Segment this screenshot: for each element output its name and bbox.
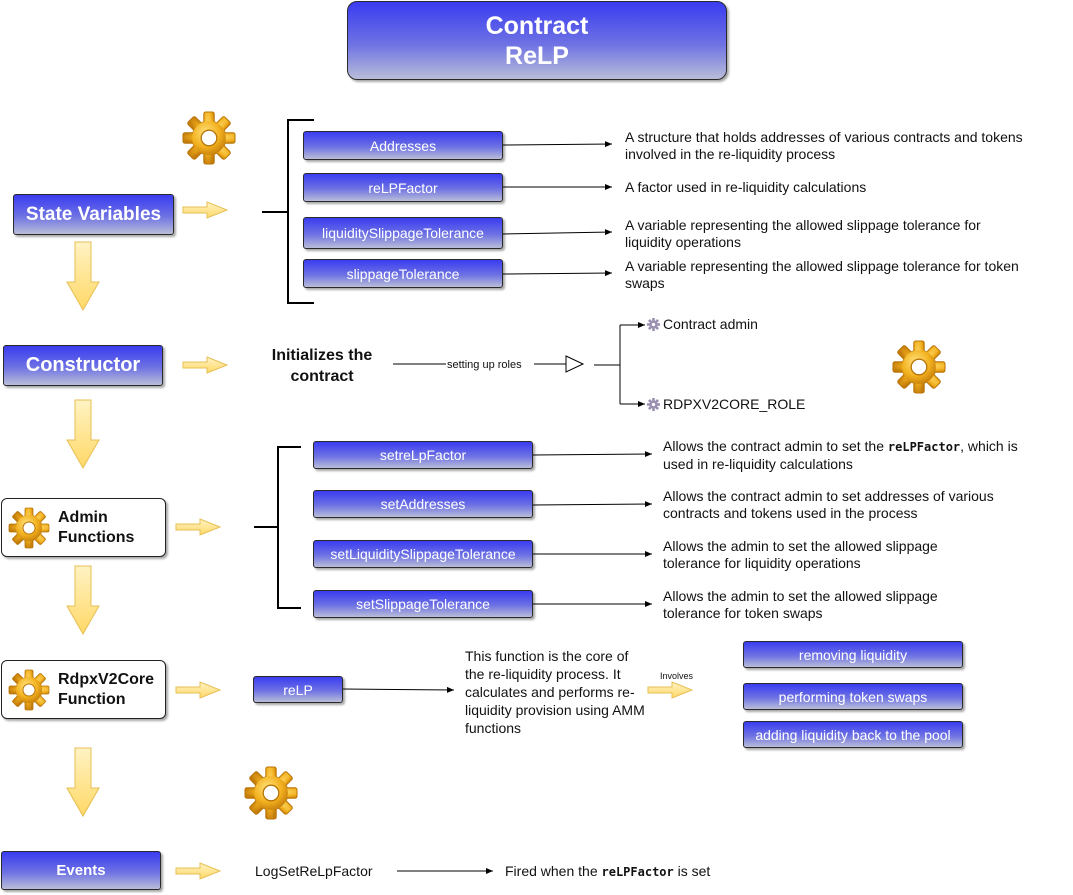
admin-fn-name: setLiquiditySlippageTolerance bbox=[330, 546, 516, 562]
gear-icon bbox=[182, 111, 236, 165]
core-function-label: RdpxV2Core Function bbox=[58, 670, 154, 710]
block-arrow-down bbox=[66, 747, 100, 817]
block-arrow-down bbox=[66, 241, 100, 311]
desc-text: is set bbox=[673, 863, 711, 879]
core-label-line: RdpxV2Core bbox=[58, 670, 155, 688]
title-line-1: Contract bbox=[485, 11, 589, 40]
core-fn-name: reLP bbox=[283, 681, 313, 698]
gear-icon bbox=[8, 669, 50, 710]
state-var-slippage[interactable]: slippageTolerance bbox=[303, 259, 503, 288]
code-term: reLPFactor bbox=[887, 440, 961, 454]
block-arrow-right bbox=[175, 681, 221, 699]
state-var-addresses[interactable]: Addresses bbox=[303, 131, 503, 160]
roles-connector bbox=[393, 322, 645, 407]
gear-icon bbox=[244, 766, 298, 820]
admin-fn-desc: Allows the admin to set the allowed slip… bbox=[663, 588, 938, 621]
state-var-desc: A variable representing the allowed slip… bbox=[625, 217, 981, 250]
role-label: Contract admin bbox=[663, 316, 758, 332]
role-item: Contract admin bbox=[647, 316, 758, 333]
role-label: RDPXV2CORE_ROLE bbox=[663, 396, 806, 412]
admin-fn-setrelpfactor[interactable]: setreLpFactor bbox=[313, 441, 533, 469]
admin-fn-setaddresses[interactable]: setAddresses bbox=[313, 490, 533, 518]
block-arrow-right bbox=[175, 518, 221, 536]
roles-edge-label: setting up roles bbox=[446, 357, 523, 374]
constructor-label: Constructor bbox=[25, 354, 141, 376]
code-term: reLPFactor bbox=[601, 865, 674, 879]
role-item: RDPXV2CORE_ROLE bbox=[647, 396, 805, 413]
state-var-desc: A structure that holds addresses of vari… bbox=[625, 129, 1023, 162]
core-label-line: Function bbox=[58, 690, 126, 708]
admin-fn-setslippage[interactable]: setSlippageTolerance bbox=[313, 590, 533, 618]
state-variables-label: State Variables bbox=[25, 203, 162, 225]
admin-fn-setliquidityslippage[interactable]: setLiquiditySlippageTolerance bbox=[313, 540, 533, 568]
core-step-label: removing liquidity bbox=[798, 646, 908, 663]
title-line-2: ReLP bbox=[505, 41, 569, 70]
core-fn-desc: This function is the core of the re-liqu… bbox=[465, 648, 645, 736]
admin-fn-name: setAddresses bbox=[380, 496, 466, 512]
events-label: Events bbox=[56, 862, 106, 879]
small-gear-icon bbox=[647, 398, 660, 411]
block-arrow-right bbox=[182, 356, 228, 374]
core-fn-relp[interactable]: reLP bbox=[253, 676, 343, 703]
small-gear-icon bbox=[647, 318, 660, 331]
state-var-name: liquiditySlippageTolerance bbox=[322, 225, 484, 241]
involves-edge-label: Involves bbox=[660, 671, 694, 681]
desc-text: , which is used in re-liquidity calculat… bbox=[663, 438, 1018, 472]
constructor-action: Initializes the contract bbox=[262, 345, 382, 387]
block-arrow-right bbox=[182, 201, 228, 219]
state-var-desc: A factor used in re-liquidity calculatio… bbox=[625, 179, 867, 195]
admin-fn-desc: Allows the admin to set the allowed slip… bbox=[663, 538, 938, 571]
block-arrow-down bbox=[66, 399, 100, 469]
state-var-name: slippageTolerance bbox=[346, 265, 460, 282]
state-variables-box[interactable]: State Variables bbox=[13, 194, 174, 235]
desc-text: Allows the contract admin to set the bbox=[663, 438, 888, 454]
gear-icon bbox=[8, 507, 50, 548]
constructor-action-line: contract bbox=[290, 368, 354, 385]
state-var-desc: A variable representing the allowed slip… bbox=[625, 258, 1019, 291]
state-var-relpfactor[interactable]: reLPFactor bbox=[303, 173, 503, 202]
state-variables-bracket bbox=[262, 119, 314, 304]
admin-fn-desc: Allows the contract admin to set address… bbox=[663, 488, 994, 521]
admin-label-line: Functions bbox=[58, 528, 135, 546]
constructor-box[interactable]: Constructor bbox=[3, 345, 163, 386]
events-box[interactable]: Events bbox=[1, 851, 161, 890]
block-arrow-down bbox=[66, 565, 100, 635]
admin-label-line: Admin bbox=[58, 508, 108, 526]
event-name: LogSetReLpFactor bbox=[255, 863, 373, 879]
core-step-label: performing token swaps bbox=[778, 688, 928, 705]
block-arrow-right bbox=[175, 862, 221, 880]
admin-functions-box[interactable]: Admin Functions bbox=[1, 498, 166, 557]
core-function-box[interactable]: RdpxV2Core Function bbox=[1, 660, 166, 719]
core-step-add-liquidity[interactable]: adding liquidity back to the pool bbox=[743, 721, 963, 748]
diagram-title: Contract ReLP bbox=[347, 1, 727, 80]
core-step-remove-liquidity[interactable]: removing liquidity bbox=[743, 641, 963, 668]
event-desc: Fired when the reLPFactor is set bbox=[505, 863, 710, 881]
gear-icon bbox=[892, 340, 946, 394]
admin-functions-bracket bbox=[254, 446, 301, 609]
admin-fn-name: setreLpFactor bbox=[379, 447, 467, 463]
admin-fn-desc: Allows the contract admin to set the reL… bbox=[663, 438, 1033, 473]
admin-functions-label: Admin Functions bbox=[58, 508, 134, 548]
admin-fn-name: setSlippageTolerance bbox=[356, 596, 490, 612]
core-step-token-swaps[interactable]: performing token swaps bbox=[743, 683, 963, 710]
core-step-label: adding liquidity back to the pool bbox=[755, 726, 951, 743]
constructor-action-line: Initializes the bbox=[271, 347, 373, 364]
state-var-name: reLPFactor bbox=[368, 179, 438, 196]
block-arrow-right bbox=[647, 681, 693, 699]
desc-text: Fired when the bbox=[505, 863, 602, 879]
state-var-name: Addresses bbox=[369, 137, 437, 154]
state-var-liquidity-slippage[interactable]: liquiditySlippageTolerance bbox=[303, 217, 503, 249]
